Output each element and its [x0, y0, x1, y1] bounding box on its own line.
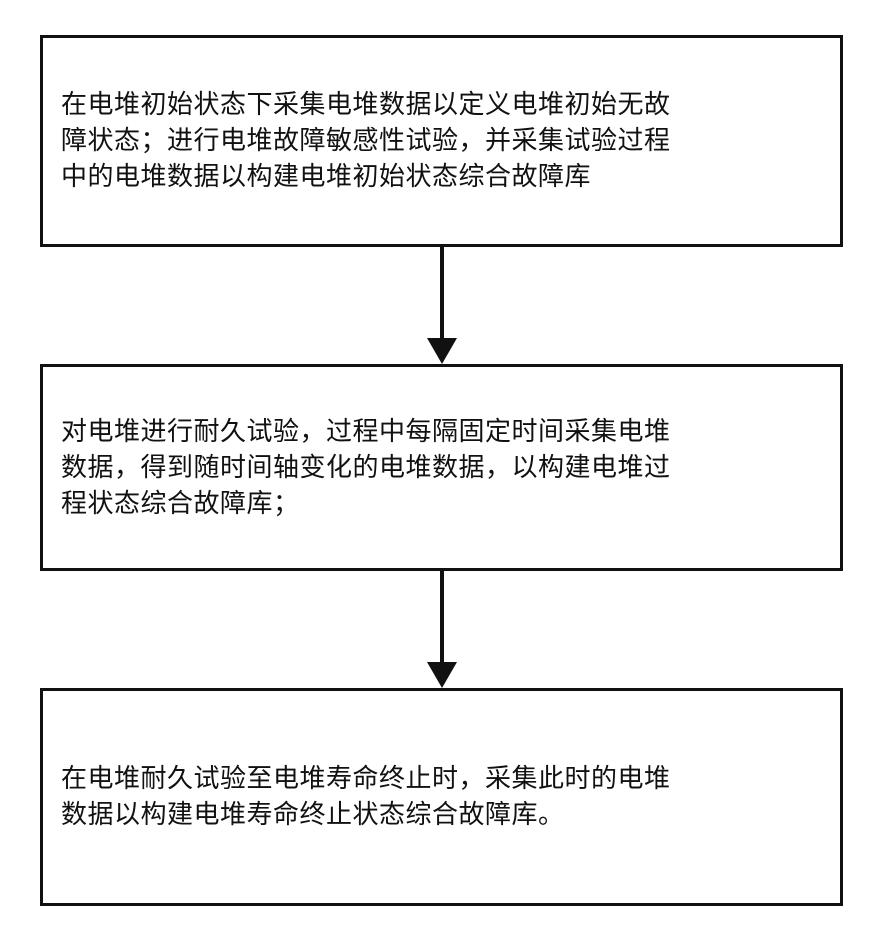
step-2-text-line: 程状态综合故障库； — [61, 486, 826, 522]
arrow-down-icon — [436, 571, 448, 688]
step-1-text-line: 中的电堆数据以构建电堆初始状态综合故障库 — [61, 159, 826, 195]
step-2-text-line: 对电堆进行耐久试验，过程中每隔固定时间采集电堆 — [61, 414, 826, 450]
step-2-text-line: 数据，得到随时间轴变化的电堆数据，以构建电堆过 — [61, 450, 826, 486]
step-1-text-line: 障状态；进行电堆故障敏感性试验，并采集试验过程 — [61, 123, 826, 159]
step-3-box: 在电堆耐久试验至电堆寿命终止时，采集此时的电堆 数据以构建电堆寿命终止状态综合故… — [40, 688, 843, 906]
step-1-text-line: 在电堆初始状态下采集电堆数据以定义电堆初始无故 — [61, 87, 826, 123]
step-3-text-line: 在电堆耐久试验至电堆寿命终止时，采集此时的电堆 — [61, 761, 826, 797]
arrow-down-icon — [436, 247, 448, 364]
step-1-box: 在电堆初始状态下采集电堆数据以定义电堆初始无故 障状态；进行电堆故障敏感性试验，… — [40, 35, 843, 247]
step-2-box: 对电堆进行耐久试验，过程中每隔固定时间采集电堆 数据，得到随时间轴变化的电堆数据… — [40, 364, 843, 571]
step-3-text-line: 数据以构建电堆寿命终止状态综合故障库。 — [61, 797, 826, 833]
